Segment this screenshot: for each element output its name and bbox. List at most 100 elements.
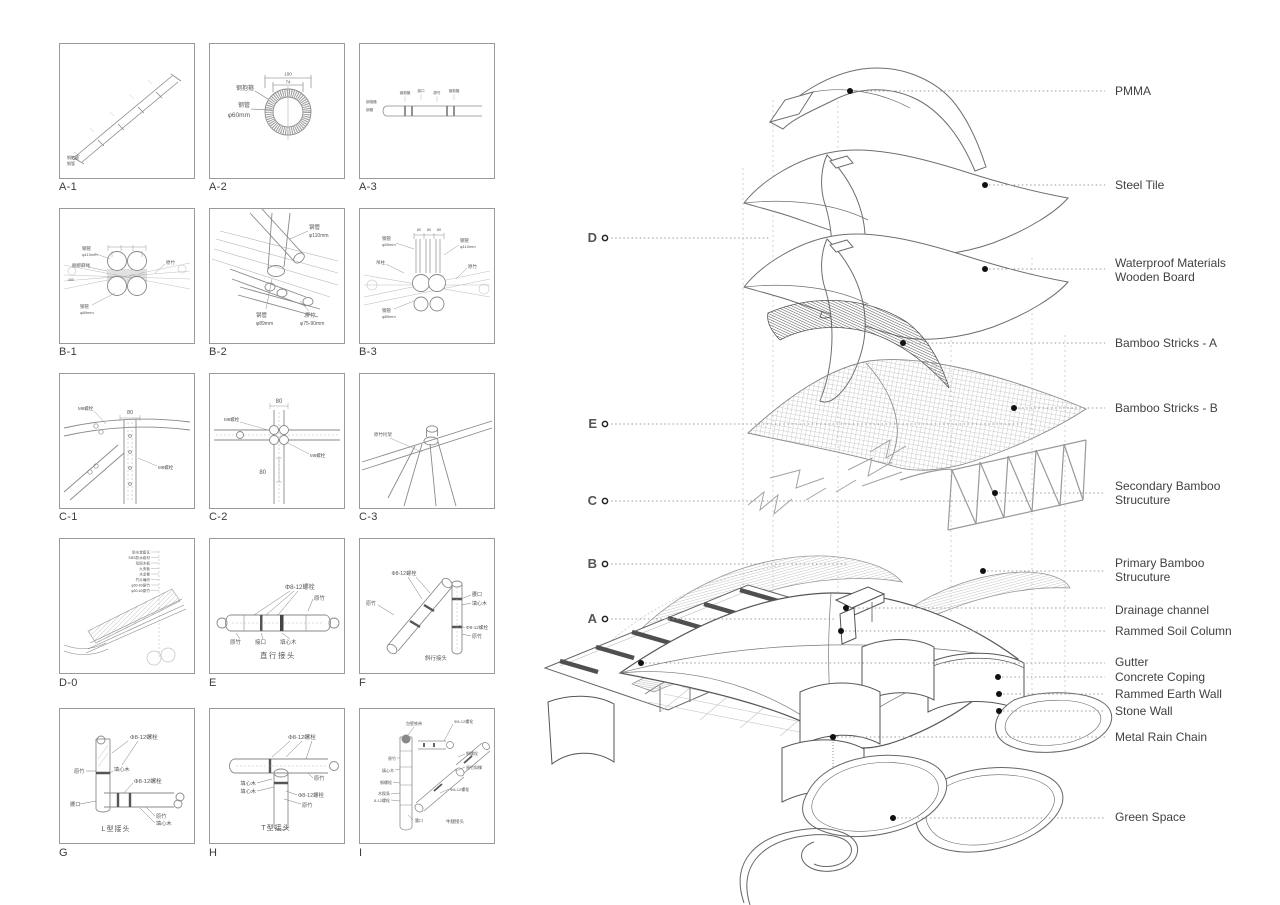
caption-d0: D-0	[59, 677, 78, 689]
e-drawing: Φ8-12螺栓 原竹 原竹 接口 填心木 直行接头	[210, 583, 344, 660]
d0-layer-1: SBS防水卷材	[128, 555, 150, 560]
detail-cell-c1: M8螺栓 80 M8螺栓	[59, 373, 195, 509]
h-l2: 填心木	[240, 779, 256, 787]
label-pmma: PMMA	[1115, 84, 1151, 98]
caption-a2: A-2	[209, 181, 228, 193]
h-l6: 原竹	[302, 801, 312, 809]
f-drawing: Φ8-12螺栓 原竹 腰口 填心木 Φ8-12螺栓 原竹 斜行接头	[366, 569, 488, 662]
layer-bamboo-stricks-b	[747, 359, 1087, 471]
b1-drawing: 钢管 φ110mm 捆绑麻绳 原竹 钢管 φ89mm 450	[60, 245, 194, 315]
b3-drawing: 80 80 80 钢管 φ50mm 钢管 φ110mm 吊柱 原竹 钢管 φ89…	[360, 228, 494, 319]
f-l2: 原竹	[366, 600, 376, 607]
g-l2: 原竹	[74, 767, 84, 775]
marker-letter-d: D	[588, 230, 597, 245]
caption-b2: B-2	[209, 346, 228, 358]
a3-top-3: 原竹	[433, 90, 441, 95]
c3-l1: 原竹桁架	[374, 431, 392, 438]
layer-secondary-bamboo-structure	[747, 438, 1087, 531]
c2-d2: 80	[259, 470, 266, 476]
a2-label-dia: φ60mm	[228, 112, 250, 119]
f-l6: 原竹	[472, 633, 482, 640]
label-stone-wall: Stone Wall	[1115, 704, 1173, 718]
caption-e: E	[209, 677, 217, 689]
f-l1: Φ8-12螺栓	[392, 569, 418, 577]
b3-l1: 钢管	[382, 235, 391, 242]
h-l3: 填心木	[240, 787, 256, 795]
h-l1: Φ8-12螺栓	[288, 733, 316, 741]
g-l1: Φ8-12螺栓	[130, 733, 158, 741]
b1-l1: 钢管	[82, 245, 91, 252]
b2-l1: 钢管	[309, 223, 321, 231]
building-isometric	[543, 584, 1113, 905]
label-secondary-bamboo-structure: Secondary Bamboo Strucuture	[1115, 479, 1221, 507]
g-l3: 填心木	[114, 765, 130, 773]
b3-l2b: φ110mm	[460, 244, 476, 249]
label-concrete-coping: Concrete Coping	[1115, 670, 1206, 684]
detail-cell-g: Φ8-12螺栓 原竹 填心木 Φ8-12螺栓 腰口 原竹 填心木 L型接头	[59, 708, 195, 844]
h-l4: Φ8-12螺栓	[298, 791, 324, 799]
i-l3: 填心木	[382, 767, 394, 773]
e-l1: Φ8-12螺栓	[285, 583, 315, 591]
b1-l2: 捆绑麻绳	[72, 262, 90, 269]
i-l2: 原竹	[388, 755, 396, 761]
b1-l3: 原竹	[166, 259, 175, 266]
d0-layer-6: φ50-60原竹	[131, 583, 150, 588]
detail-cell-e: Φ8-12螺栓 原竹 原竹 接口 填心木 直行接头	[209, 538, 345, 674]
f-subtitle: 斜行接头	[425, 654, 448, 662]
b3-l3: 吊柱	[376, 259, 385, 266]
h-drawing: Φ8-12螺栓 填心木 填心木 Φ8-12螺栓 原竹 原竹 T型接头	[210, 733, 344, 832]
rammed-soil-column	[839, 607, 857, 645]
a3-left-2: 钢管	[366, 107, 374, 112]
winding-path	[739, 828, 859, 905]
caption-a3: A-3	[359, 181, 378, 193]
e-l5: 填心木	[280, 638, 297, 646]
d0-layer-5: 竹片编织	[136, 577, 151, 582]
detail-cell-c2: 80 80 M8螺栓 M8螺栓	[209, 373, 345, 509]
h-l5: 原竹	[314, 774, 324, 782]
a3-left-1: 钢抱箍	[366, 99, 377, 104]
d0-layer-4: 木龙骨	[139, 572, 150, 577]
i-l6: 8-12螺栓	[374, 797, 390, 803]
c2-l1: M8螺栓	[224, 416, 240, 423]
c1-drawing: M8螺栓 80 M8螺栓	[60, 405, 194, 508]
a2-label-hoop: 钢抱箍	[236, 84, 254, 92]
b2-l2: 钢管	[256, 311, 268, 319]
d0-layer-3: 九夹板	[139, 566, 150, 571]
b1-l4: 钢管	[80, 303, 89, 310]
a3-top-4: 钢抱箍	[449, 88, 460, 93]
a3-top-1: 钢抱箍	[400, 90, 411, 95]
label-drainage-channel: Drainage channel	[1115, 603, 1210, 617]
b3-d2: 80	[427, 228, 431, 232]
leader-dots	[638, 88, 1017, 821]
i-l1: 包壁铁带	[406, 720, 422, 726]
f-l3: 腰口	[472, 592, 482, 598]
label-rammed-earth-wall: Rammed Earth Wall	[1115, 687, 1222, 701]
detail-cell-b2: 钢管 φ110mm 钢管 φ89mm 原竹 φ75-90mm	[209, 208, 345, 344]
label-metal-rain-chain: Metal Rain Chain	[1115, 730, 1208, 744]
detail-cell-f: Φ8-12螺栓 原竹 腰口 填心木 Φ8-12螺栓 原竹 斜行接头	[359, 538, 495, 674]
i-l11: Φ8-12螺栓	[450, 786, 469, 792]
e-l2: 原竹	[314, 594, 326, 602]
e-l4: 接口	[255, 638, 266, 646]
green-space-blobs	[802, 692, 1113, 853]
i-l9: 钢螺栓	[466, 750, 478, 756]
d0-layer-2: 双层木板	[136, 561, 151, 566]
d0-layer-0: 防水金属瓦	[132, 550, 150, 555]
c1-d1: 80	[127, 410, 133, 416]
caption-g: G	[59, 847, 68, 859]
label-gutter: Gutter	[1115, 655, 1149, 669]
label-steel-tile: Steel Tile	[1115, 178, 1165, 192]
b2-l3: 原竹	[304, 312, 317, 319]
g-drawing: Φ8-12螺栓 原竹 填心木 Φ8-12螺栓 腰口 原竹 填心木 L型接头	[70, 733, 194, 833]
marker-letter-c: C	[588, 493, 598, 508]
plaza-drainage-strips	[559, 587, 779, 675]
marker-letter-b: B	[588, 556, 597, 571]
e-l3: 原竹	[230, 638, 242, 646]
a1-label-1: 钢抱箍	[67, 154, 79, 160]
i-drawing: 包壁铁带 原竹 填心木 钢螺栓 木楔条 8-12螺栓 腰口 Φ8-12螺栓 钢螺…	[374, 718, 494, 843]
d0-layer-7: φ50-60原竹	[131, 588, 150, 593]
detail-cell-a1: 钢抱箍 钢管	[59, 43, 195, 179]
caption-a1: A-1	[59, 181, 78, 193]
b3-l5b: φ89mm	[382, 314, 396, 319]
